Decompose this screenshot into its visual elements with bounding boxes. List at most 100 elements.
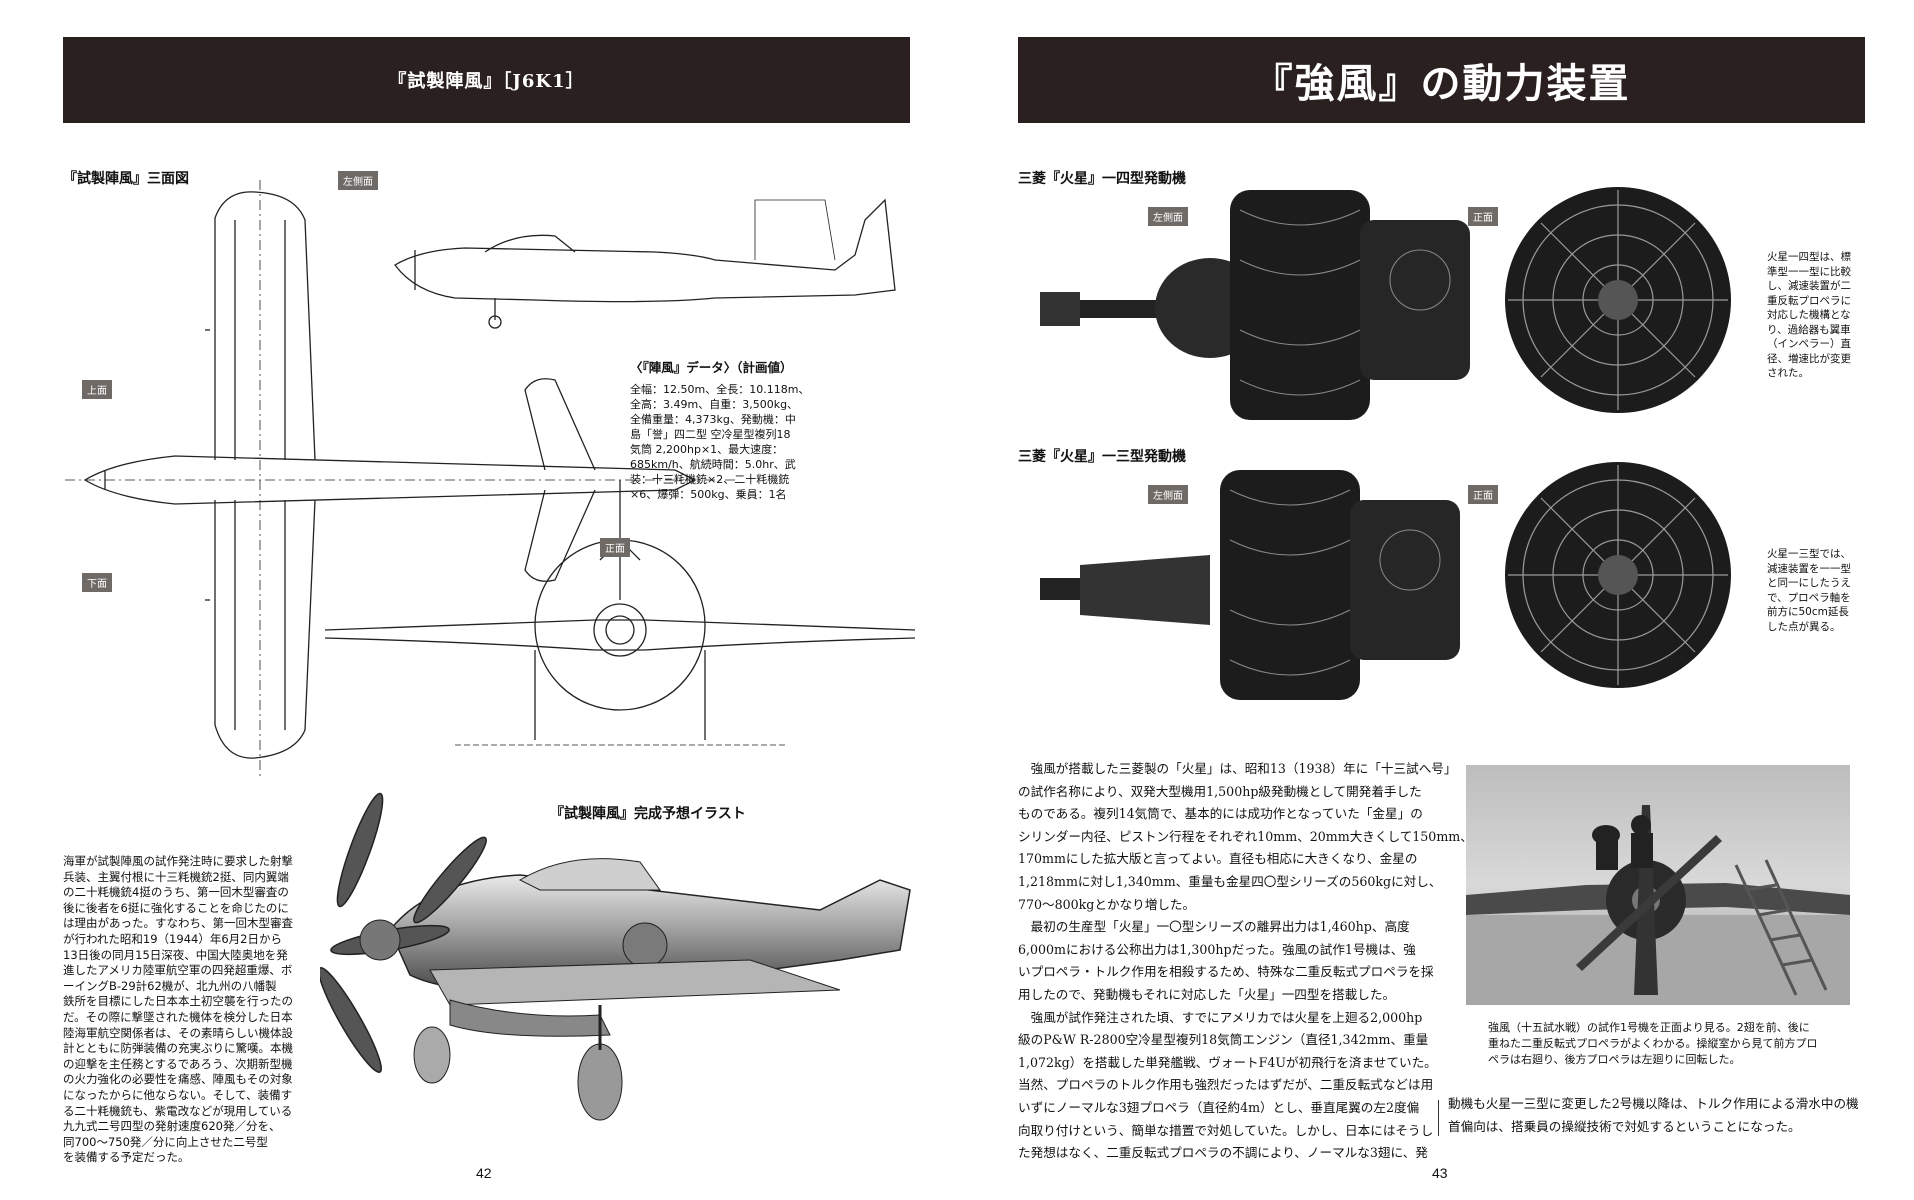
text-line: 級のP&W R-2800空冷星型複列18気筒エンジン（直径1,342mm、重量 [1018, 1032, 1429, 1048]
text-line: 770～800kgとかなり増した。 [1018, 896, 1196, 912]
top-view-tag: 上面 [82, 380, 112, 399]
engine2-front-tag: 正面 [1468, 485, 1498, 504]
column-divider [1438, 1100, 1439, 1136]
text-line: 陸海軍航空関係者は、その素晴らしい機体設 [63, 1025, 293, 1040]
note-line: し、減速装置が二 [1767, 280, 1851, 292]
text-line: 動機も火星一三型に変更した2号機以降は、トルク作用による滑水中の機 [1448, 1096, 1859, 1111]
three-view-title: 『試製陣風』三面図 [63, 171, 189, 187]
text-line: 兵装、主翼付根に十三粍機銃2挺、同内翼端 [63, 869, 289, 884]
text-line: は理由があった。すなわち、第一回木型審査 [63, 916, 293, 931]
text-line: シリンダー内径、ピストン行程をそれぞれ10mm、20mm大きくして150mm、 [1018, 828, 1473, 844]
engine2-note: 火星一三型では、 減速装置を一一型 と同一にしたうえ で、プロペラ軸を 前方に5… [1767, 547, 1863, 634]
note-line: 重反転プロペラに [1767, 294, 1851, 307]
note-line: 対応した機構とな [1767, 309, 1851, 321]
left-page-number: 42 [476, 1165, 492, 1181]
caption-line: 重ねた二重反転式プロペラがよくわかる。操縦室から見て前方プロ [1488, 1037, 1818, 1050]
note-line: した点が異る。 [1767, 620, 1841, 633]
text-line: いずにノーマルな3翅プロペラ（直径約4m）とし、垂直尾翼の左2度偏 [1018, 1099, 1420, 1115]
spec-data-title: 〈『陣風』データ〉（計画値） [630, 360, 793, 375]
text-line: 向取り付けという、簡単な措置で対処していた。しかし、日本にはそうし [1018, 1122, 1434, 1138]
spec-line: 島「誉」四二型 空冷星型複列18 [630, 428, 791, 441]
text-line: の二十粍機銃4挺のうち、第一回木型審査の [63, 885, 289, 900]
text-line: る二十粍機銃も、紫電改などが現用している [63, 1103, 293, 1118]
note-line: （インペラー）直 [1767, 338, 1851, 350]
text-line: 同700～750発／分に向上させた二号型 [63, 1134, 268, 1149]
text-line: ーイングB-29計62機が、北九州の八幡製 [63, 978, 277, 993]
text-line: ものである。複列14気筒で、基本的には成功作となっていた「金星」の [1018, 806, 1423, 822]
spec-line: 装：十三粍機銃×2、二十粍機銃 [630, 473, 790, 486]
text-line: 用したので、発動機もそれに対応した「火星」一四型を搭載した。 [1018, 986, 1396, 1002]
right-page-number: 43 [1432, 1165, 1448, 1181]
left-side-view-tag: 左側面 [338, 171, 378, 190]
spec-line: 全幅：12.50m、全長：10.118m、 [630, 383, 810, 396]
text-line: 13日後の同月15日深夜、中国大陸奥地を発 [63, 947, 288, 962]
engine1-side-image [1040, 190, 1470, 420]
text-line: の試作名称により、双発大型機用1,500hp級発動機として開発着手した [1018, 783, 1422, 799]
note-line: と同一にしたうえ [1767, 577, 1851, 589]
text-line: 6,000mにおける公称出力は1,300hpだった。強風の試作1号機は、強 [1018, 941, 1416, 957]
note-line: り、過給器も翼車 [1767, 323, 1851, 336]
continuation-text: 動機も火星一三型に変更した2号機以降は、トルク作用による滑水中の機 首偏向は、搭… [1448, 1093, 1868, 1138]
left-body-text: 海軍が試製陣風の試作発注時に要求した射撃 兵装、主翼付根に十三粍機銃2挺、同内翼… [63, 854, 325, 1166]
note-line: 火星一四型は、標 [1767, 251, 1851, 263]
text-line: を装備する予定だった。 [63, 1150, 190, 1165]
text-line: の火力強化の必要性を痛感、陣風もその対象 [63, 1072, 293, 1087]
text-line: 1,072kg）を搭載した単発艦戦、ヴォートF4Uが初飛行を済ませていた。 [1018, 1054, 1437, 1070]
engine1-note: 火星一四型は、標 準型一一型に比較 し、減速装置が二 重反転プロペラに 対応した… [1767, 250, 1863, 381]
text-line: 最初の生産型「火星」一〇型シリーズの離昇出力は1,460hp、高度 [1018, 919, 1410, 935]
spec-data-box: 〈『陣風』データ〉（計画値） 全幅：12.50m、全長：10.118m、 全高：… [630, 357, 815, 502]
spec-line: 気筒 2,200hp×1、最大速度： [630, 443, 784, 456]
engine1-side-tag: 左側面 [1148, 207, 1188, 226]
right-body-text: 強風が搭載した三菱製の「火星」は、昭和13（1938）年に「十三試へ号」 の試作… [1018, 758, 1473, 1165]
engine2-side-tag: 左側面 [1148, 485, 1188, 504]
text-line: になったからに他ならない。そして、装備す [63, 1087, 293, 1102]
text-line: 強風が搭載した三菱製の「火星」は、昭和13（1938）年に「十三試へ号」 [1018, 761, 1457, 776]
left-banner-title: 『試製陣風』［J6K1］ [388, 71, 585, 92]
text-line: 170mmにした拡大版と言ってよい。直径も相応に大きくなり、金星の [1018, 851, 1418, 867]
note-line: 径、増速比が変更 [1767, 352, 1851, 365]
photo-caption: 強風（十五試水戦）の試作1号機を正面より見る。2翅を前、後に 重ねた二重反転式プ… [1488, 1020, 1868, 1068]
text-line: 強風が試作発注された頃、すでにアメリカでは火星を上廻る2,000hp [1018, 1009, 1423, 1025]
note-line: された。 [1767, 367, 1809, 379]
engine1-title: 三菱『火星』一四型発動機 [1018, 171, 1186, 187]
engine1-front-tag: 正面 [1468, 207, 1498, 226]
text-line: いプロペラ・トルク作用を相殺するため、特殊な二重反転式プロペラを採 [1018, 964, 1434, 980]
aircraft-illustration [320, 792, 911, 1121]
note-line: 準型一一型に比較 [1767, 265, 1851, 278]
spec-line: 全備重量：4,373kg、発動機：中 [630, 413, 796, 426]
text-line: 計とともに防弾装備の充実ぶりに驚嘆。本機 [63, 1041, 293, 1056]
text-line: た発想はなく、二重反転式プロペラの不調により、ノーマルな3翅に、発 [1018, 1145, 1428, 1161]
spec-line: 全高：3.49m、自重：3,500kg、 [630, 398, 799, 411]
seaplane-photo [1466, 765, 1850, 1005]
engine1-front-image [1505, 187, 1731, 413]
illustration-title: 『試製陣風』完成予想イラスト [550, 806, 746, 822]
text-line: 首偏向は、搭乗員の操縦技術で対処するということになった。 [1448, 1118, 1801, 1134]
text-line: 当然、プロペラのトルク作用も強烈だったはずだが、二重反転式などは用 [1018, 1077, 1434, 1093]
right-banner-title: 『強風』の動力装置 [1252, 60, 1631, 107]
bottom-view-tag: 下面 [82, 573, 112, 592]
text-line: 九九式二号四型の発射速度620発／分を、 [63, 1119, 281, 1134]
three-view-drawing [65, 180, 915, 780]
caption-line: 強風（十五試水戦）の試作1号機を正面より見る。2翅を前、後に [1488, 1021, 1810, 1034]
engine2-side-image [1040, 470, 1460, 700]
engine2-front-image [1505, 462, 1731, 688]
note-line: 減速装置を一一型 [1767, 562, 1851, 575]
note-line: 火星一三型では、 [1767, 548, 1851, 560]
engine2-title: 三菱『火星』一三型発動機 [1018, 449, 1186, 465]
right-banner: 『強風』の動力装置 [1018, 37, 1865, 123]
text-line: 1,218mmに対し1,340mm、重量も金星四〇型シリーズの560kgに対し、 [1018, 873, 1442, 889]
text-line: 海軍が試製陣風の試作発注時に要求した射撃 [63, 854, 293, 868]
left-banner: 『試製陣風』［J6K1］ [63, 37, 910, 123]
text-line: 進したアメリカ陸軍航空軍の四発超重爆、ボ [63, 963, 293, 978]
text-line: 後に後者を6挺に強化することを命じたのに [63, 900, 289, 915]
note-line: 前方に50cm延長 [1767, 606, 1849, 618]
front-view-tag: 正面 [600, 538, 630, 557]
text-line: 鉄所を目標にした日本本土初空襲を行ったの [63, 994, 293, 1009]
text-line: の迎撃を主任務とするであろう、次期新型機 [63, 1056, 293, 1071]
spec-line: 685km/h、航続時間：5.0hr、武 [630, 458, 796, 471]
note-line: で、プロペラ軸を [1767, 591, 1851, 604]
caption-line: ペラは右廻り、後方プロペラは左廻りに回転した。 [1488, 1053, 1741, 1066]
text-line: だ。その際に撃墜された機体を検分した日本 [63, 1009, 293, 1024]
spec-line: ×6、爆弾：500kg、乗員：1名 [630, 488, 787, 501]
text-line: が行われた昭和19（1944）年6月2日から [63, 931, 282, 946]
